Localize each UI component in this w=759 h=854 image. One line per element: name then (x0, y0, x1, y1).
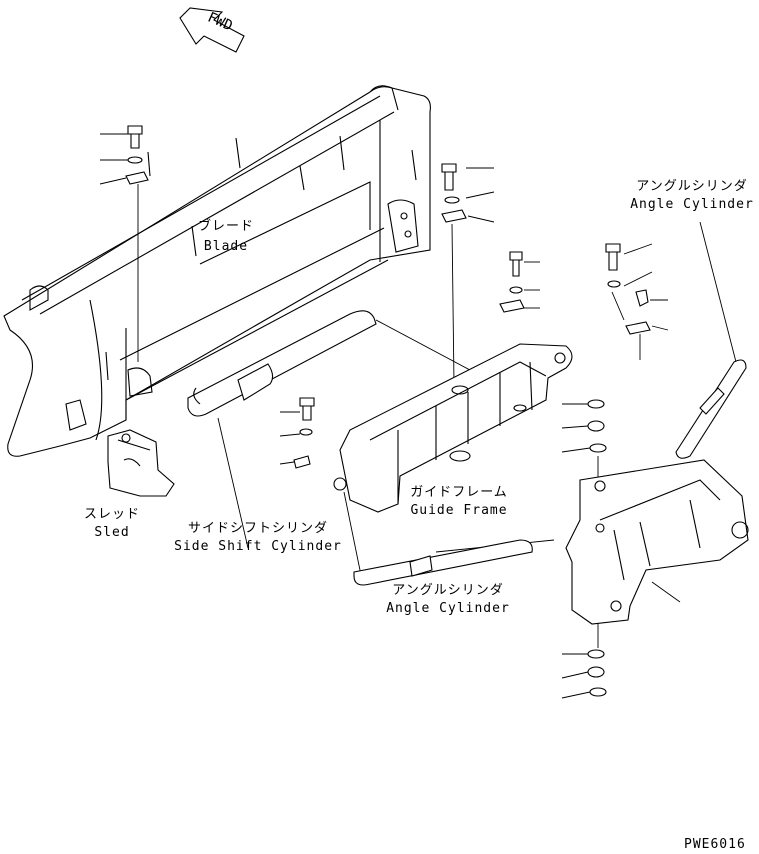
side-shift-cylinder-drawing (187, 310, 377, 549)
angle-cylinder-upper-drawing (675, 359, 747, 459)
guide-frame-label-jp: ガイドフレーム (410, 485, 508, 500)
blade-drawing (3, 85, 431, 457)
mount-frame-drawing (565, 459, 749, 625)
side-shift-label-en: Side Shift Cylinder (174, 539, 342, 554)
angle-cylinder-bottom-label-en: Angle Cylinder (386, 601, 510, 616)
blade-bolt-stack (99, 125, 149, 362)
center-bolt-stack (441, 163, 495, 223)
blade-label-en: Blade (203, 239, 249, 254)
sled-label-jp: スレッド (83, 507, 140, 522)
fwd-arrow-icon (179, 7, 245, 53)
sled-drawing (107, 429, 175, 497)
side-shift-label-jp: サイドシフトシリンダ (187, 521, 328, 536)
side-bolt-stack (279, 397, 315, 469)
guide-frame-drawing (333, 343, 573, 513)
angle-cylinder-top-label-en: Angle Cylinder (630, 197, 754, 212)
angle-cylinder-lower-drawing (353, 539, 533, 586)
guide-frame-bolt-stack (499, 251, 540, 313)
guide-frame-label-en: Guide Frame (410, 503, 508, 518)
blade-label-jp: ブレード (197, 219, 254, 234)
drawing-code: PWE6016 (684, 837, 746, 852)
sled-label-en: Sled (94, 525, 130, 540)
angle-cylinder-top-label-jp: アングルシリンダ (636, 179, 748, 194)
angle-cylinder-bottom-label-jp: アングルシリンダ (392, 583, 504, 598)
washer-stack (561, 399, 607, 699)
right-bolt-stack (605, 243, 669, 360)
